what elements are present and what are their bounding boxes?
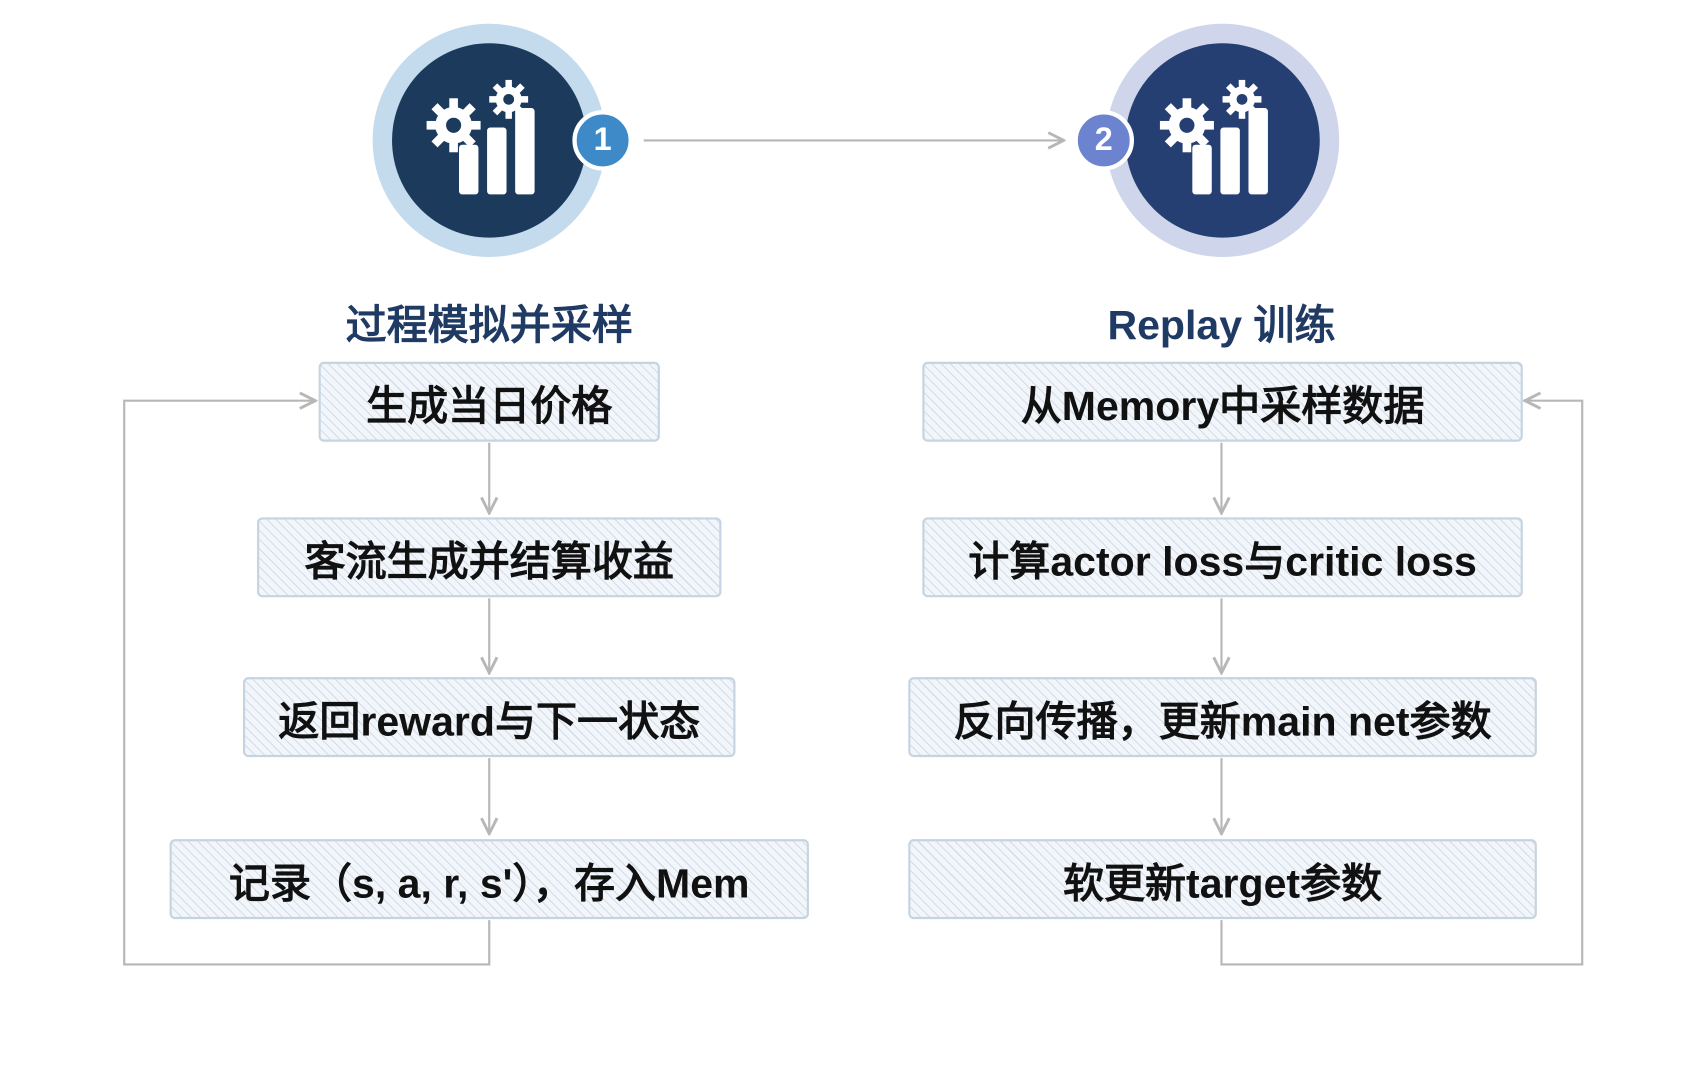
left-step-2: 客流生成并结算收益 [257, 517, 722, 598]
left-step-3: 返回reward与下一状态 [243, 677, 736, 758]
right-loop-arrow [1220, 401, 1584, 966]
right-icon-ring [1105, 23, 1340, 258]
right-step-2: 计算actor loss与critic loss [922, 517, 1523, 598]
right-icon-core [1125, 43, 1320, 238]
left-column-title: 过程模拟并采样 [345, 303, 633, 349]
left-loop-arrow [123, 401, 491, 966]
right-step-1: 从Memory中采样数据 [922, 361, 1523, 442]
left-step-badge: 1 [572, 110, 633, 171]
right-step-4: 软更新target参数 [908, 839, 1537, 920]
right-column-title: Replay 训练 [1107, 303, 1336, 349]
left-step-1: 生成当日价格 [318, 361, 660, 442]
gear-chart-icon [1159, 79, 1268, 195]
gear-chart-icon [426, 79, 535, 195]
left-icon-ring [372, 23, 606, 258]
left-icon-core [392, 43, 587, 238]
right-step-3: 反向传播，更新main net参数 [908, 677, 1537, 758]
left-step-4: 记录（s, a, r, s'），存入Mem [169, 839, 809, 920]
right-step-badge: 2 [1073, 110, 1134, 171]
